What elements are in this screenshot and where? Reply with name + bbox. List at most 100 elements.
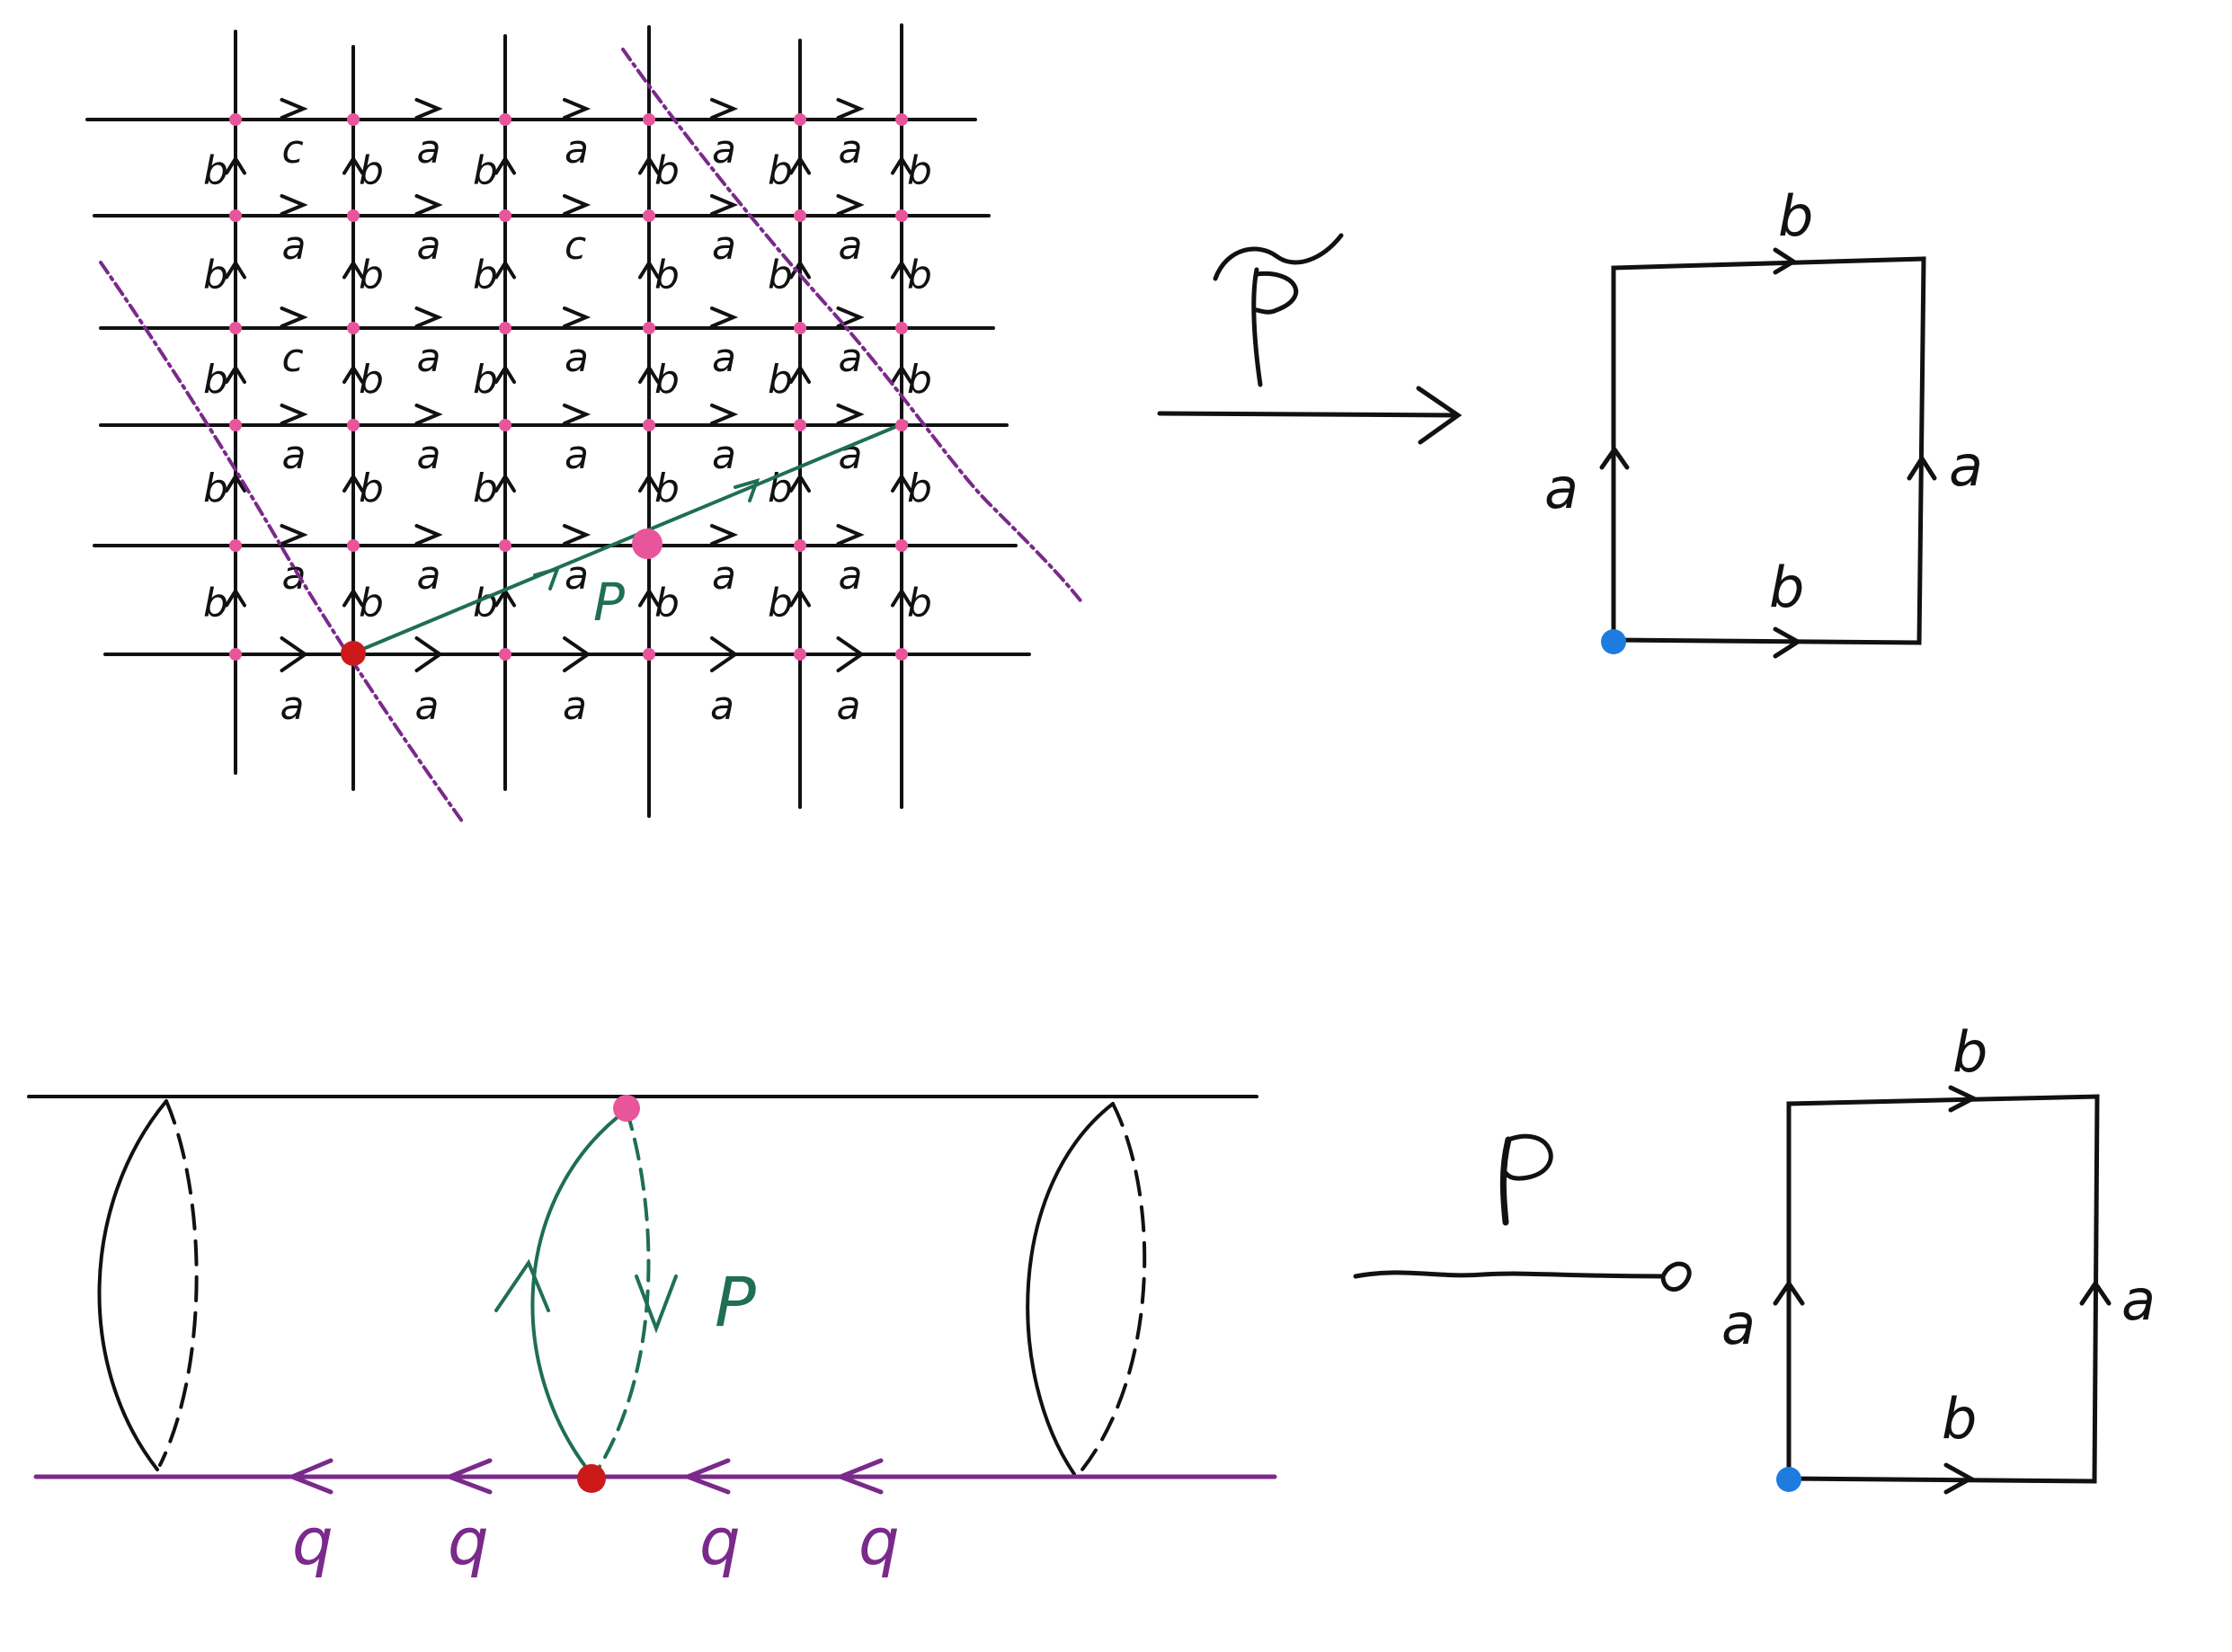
edge-arrow-b — [638, 473, 660, 493]
edge-label-a: a — [565, 335, 589, 381]
edge-label-b: b — [654, 466, 680, 511]
edge-arrow-b — [342, 155, 364, 175]
map-arrow-head — [1660, 1261, 1692, 1292]
edge-label-b: b — [907, 466, 932, 511]
lift-markers — [229, 113, 908, 661]
edge-label-b: b — [203, 357, 228, 403]
edge-label-a: a — [282, 553, 307, 599]
edge-arrow-a — [836, 98, 865, 120]
cylinder-loop — [494, 1108, 678, 1479]
edge-label-b: b — [907, 148, 932, 194]
map-label-stroke — [1251, 267, 1263, 387]
edge-arrow-a — [836, 404, 865, 425]
deck-label: q — [699, 1504, 741, 1579]
cylinder — [27, 1095, 1258, 1476]
edge-label-a: a — [839, 553, 863, 599]
lattice-vertex-dot — [229, 648, 242, 661]
torus-top-arrow — [1773, 247, 1798, 275]
lattice-vertex-dot — [229, 419, 242, 431]
edge-arrow-a — [710, 194, 739, 216]
edge-arrow-a — [710, 98, 739, 120]
torus-top-label: b — [1952, 1019, 1987, 1085]
edge-arrow-a — [710, 636, 739, 672]
edge-arrow-b — [891, 259, 912, 280]
loop-front — [530, 1108, 628, 1479]
torus-left-arrow — [1599, 445, 1630, 470]
edge-arrow-b — [638, 259, 660, 280]
lattice-vertex-dot — [895, 419, 908, 431]
edge-label-a: a — [839, 127, 863, 173]
edge-arrow-a — [710, 306, 739, 328]
map-label-stroke — [1499, 1136, 1512, 1226]
torus-top-arrow — [1948, 1085, 1979, 1113]
edge-label-a: a — [712, 223, 736, 269]
torus-bottom-label: b — [1769, 555, 1804, 620]
torus-square-outline — [1611, 256, 1926, 645]
edge-arrow-b — [342, 587, 364, 608]
lift-basepoint-dot — [341, 641, 366, 666]
lattice-vertex-dot — [895, 113, 908, 126]
edge-arrow-a — [280, 306, 308, 328]
torus-square-top — [1599, 247, 1937, 659]
edge-label-b: b — [768, 148, 793, 194]
loop-back — [591, 1108, 651, 1479]
edge-label-a: a — [712, 553, 736, 599]
map-label-stroke — [1503, 1133, 1553, 1181]
edge-label-b: b — [473, 148, 498, 194]
torus-bottom-label: b — [1942, 1386, 1977, 1452]
edge-arrow-a — [280, 98, 308, 120]
covering-map-arrow-bottom — [1353, 1133, 1692, 1292]
lattice-vertex-dot — [499, 419, 511, 431]
edge-label-b: b — [768, 357, 793, 403]
edge-label-a: a — [712, 335, 736, 381]
edge-label-a: a — [839, 432, 863, 478]
edge-arrow-a — [563, 98, 591, 120]
lifted-path-arrow — [734, 477, 760, 502]
lattice-vertex-dot — [229, 113, 242, 126]
lift-endpoint-dot — [632, 528, 662, 559]
edge-arrow-b — [789, 155, 811, 175]
edge-label-a: a — [417, 432, 441, 478]
edge-arrow-a — [563, 306, 591, 328]
edge-arrow-a — [280, 524, 308, 546]
edge-label-a: a — [417, 335, 441, 381]
edge-arrow-b — [494, 473, 516, 493]
edge-arrow-a — [710, 404, 739, 425]
edge-label-b: b — [359, 357, 384, 403]
edge-arrow-a — [280, 194, 308, 216]
edge-label-b: b — [768, 581, 793, 626]
edge-arrow-a — [563, 636, 591, 672]
edge-arrow-b — [891, 364, 912, 384]
edge-arrow-b — [789, 364, 811, 384]
loop-arrow-up — [494, 1258, 550, 1312]
lattice-vertex-dot — [794, 113, 806, 126]
edge-label-a: a — [282, 432, 307, 478]
domain-boundary-line — [99, 261, 465, 824]
edge-label-a: a — [839, 223, 863, 269]
edge-arrow-b — [638, 155, 660, 175]
edge-arrow-b — [891, 587, 912, 608]
lifted-path-arrow — [533, 566, 561, 591]
edge-label-a-bottom: a — [280, 683, 305, 729]
edge-arrow-a — [414, 636, 444, 672]
edge-label-b: b — [359, 581, 384, 626]
torus-square-bottom — [1773, 1085, 2112, 1495]
lifted-path-label: P — [593, 572, 625, 633]
map-tilde-stroke — [1213, 233, 1344, 281]
edge-arrow-b — [638, 364, 660, 384]
edge-label-b: b — [203, 466, 228, 511]
torus-basepoint-dot — [1776, 1467, 1801, 1492]
torus-square-outline — [1786, 1094, 2100, 1484]
edge-arrow-a — [836, 194, 865, 216]
edge-label-a: a — [712, 432, 736, 478]
edge-arrow-b — [494, 259, 516, 280]
lattice-vertex-dot — [347, 419, 360, 431]
edge-label-a-bottom: a — [710, 683, 734, 729]
edge-label-b: b — [654, 357, 680, 403]
lattice-vertex-dot — [499, 648, 511, 661]
edge-arrow-b — [342, 259, 364, 280]
edge-arrow-b — [891, 473, 912, 493]
edge-label-a: a — [565, 432, 589, 478]
lattice-vertex-dot — [643, 322, 655, 334]
